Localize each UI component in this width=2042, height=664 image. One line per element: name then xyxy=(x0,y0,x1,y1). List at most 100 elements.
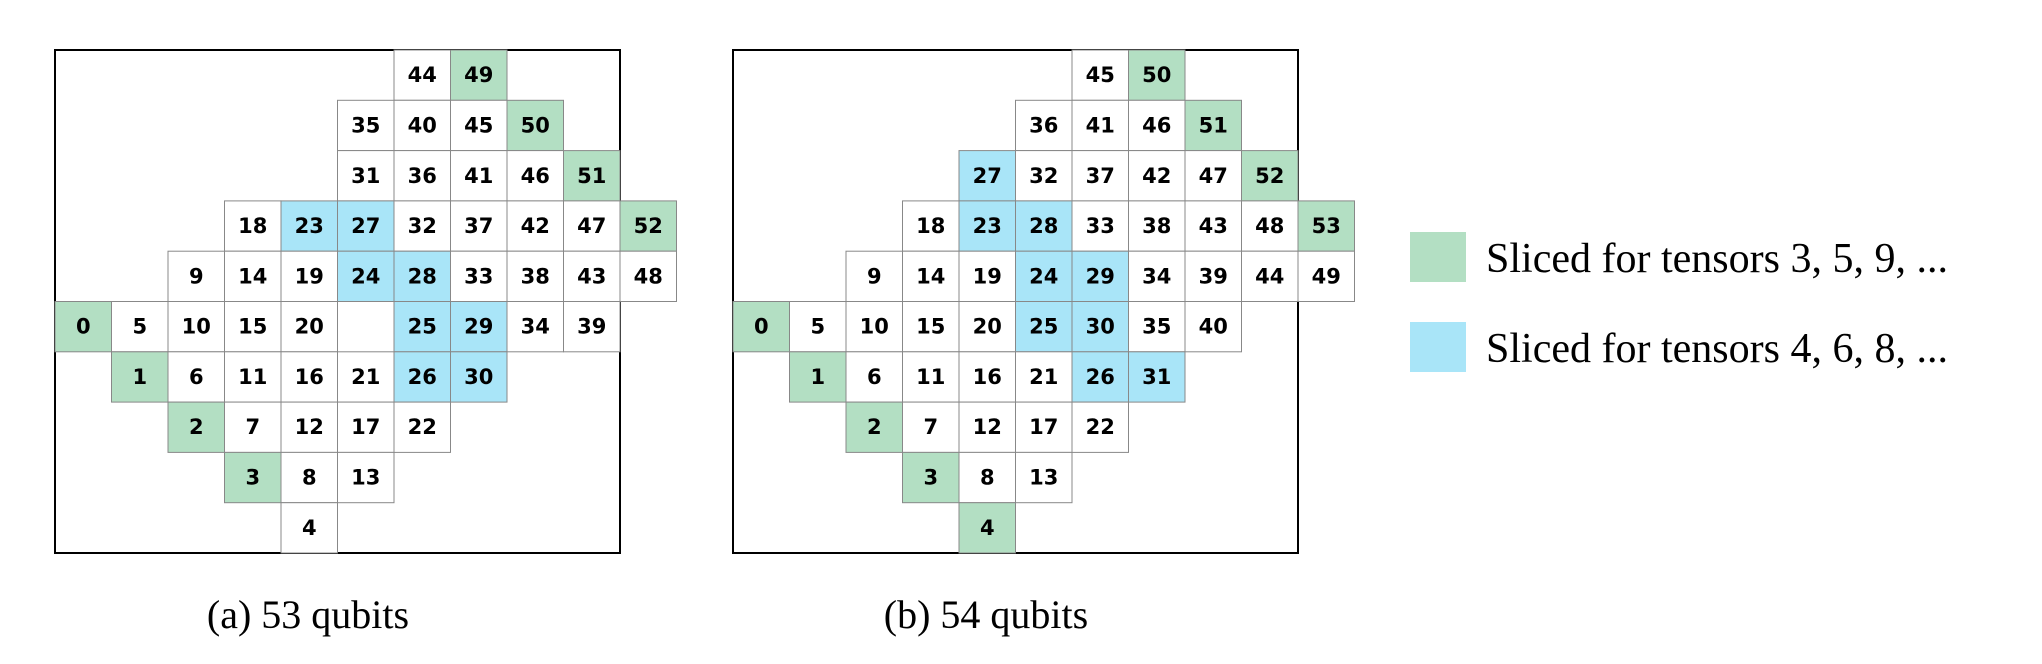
qubit-cell: 48 xyxy=(619,250,677,302)
qubit-cell: 27 xyxy=(337,200,395,252)
qubit-label: 35 xyxy=(351,113,380,137)
qubit-cell: 10 xyxy=(167,301,225,353)
qubit-cell-fill xyxy=(1071,150,1129,202)
qubit-label: 22 xyxy=(1086,415,1115,439)
qubit-cell: 24 xyxy=(337,250,395,302)
qubit-label: 28 xyxy=(1029,214,1058,238)
qubit-label: 53 xyxy=(1312,214,1341,238)
qubit-cell: 42 xyxy=(1128,150,1186,202)
qubit-cell-fill xyxy=(1184,250,1242,302)
qubit-cell: 20 xyxy=(958,301,1016,353)
qubit-label: 3 xyxy=(245,466,260,490)
legend-label-blue: Sliced for tensors 4, 6, 8, ... xyxy=(1486,326,1948,372)
qubit-label: 39 xyxy=(577,315,606,339)
qubit-cell: 18 xyxy=(902,200,960,252)
qubit-cell-fill xyxy=(958,351,1016,403)
qubit-label: 12 xyxy=(295,415,324,439)
qubit-label: 22 xyxy=(408,415,437,439)
qubit-cell: 43 xyxy=(563,250,621,302)
qubit-label: 44 xyxy=(408,63,437,87)
qubit-cell: 8 xyxy=(280,451,338,504)
qubit-cell-fill xyxy=(1184,99,1242,152)
qubit-label: 32 xyxy=(408,214,437,238)
qubit-cell: 41 xyxy=(1071,99,1129,152)
qubit-cell-fill xyxy=(506,250,564,302)
qubit-label: 18 xyxy=(916,214,945,238)
qubit-cell: 2 xyxy=(845,401,903,453)
qubit-label: 2 xyxy=(189,415,204,439)
qubit-cell-fill xyxy=(563,250,621,302)
qubit-cell-fill xyxy=(167,250,225,302)
qubit-cell: 6 xyxy=(845,351,903,403)
qubit-cell-fill xyxy=(224,451,282,504)
qubit-cell: 0 xyxy=(732,301,790,353)
qubit-label: 38 xyxy=(521,264,550,288)
qubit-label: 42 xyxy=(1142,164,1171,188)
qubit-cell: 6 xyxy=(167,351,225,403)
qubit-cell: 36 xyxy=(393,150,451,202)
qubit-label: 8 xyxy=(980,466,995,490)
qubit-cell: 3 xyxy=(902,451,960,504)
qubit-cell: 49 xyxy=(1297,250,1355,302)
qubit-cell-fill xyxy=(224,250,282,302)
qubit-cell-fill xyxy=(1128,49,1186,101)
qubit-cell: 5 xyxy=(111,301,169,353)
qubit-cell: 16 xyxy=(280,351,338,403)
qubit-cell: 37 xyxy=(450,200,508,252)
qubit-label: 31 xyxy=(351,164,380,188)
qubit-cell: 28 xyxy=(1015,200,1073,252)
qubit-label: 2 xyxy=(867,415,882,439)
qubit-cell-fill xyxy=(1241,150,1299,202)
qubit-label: 1 xyxy=(810,365,825,389)
qubit-label: 37 xyxy=(1086,164,1115,188)
qubit-label: 14 xyxy=(916,264,945,288)
qubit-label: 17 xyxy=(351,415,380,439)
qubit-cell: 0 xyxy=(54,301,112,353)
qubit-cell: 46 xyxy=(1128,99,1186,152)
qubit-cell-fill xyxy=(167,301,225,353)
qubit-cell-fill xyxy=(280,301,338,353)
qubit-cell-fill xyxy=(1015,401,1073,453)
qubit-label: 19 xyxy=(295,264,324,288)
legend: Sliced for tensors 3, 5, 9, ... Sliced f… xyxy=(1410,232,1948,372)
qubit-label: 34 xyxy=(521,315,550,339)
qubit-cell-fill xyxy=(393,150,451,202)
qubit-cell: 30 xyxy=(1071,301,1129,353)
qubit-label: 50 xyxy=(521,113,550,137)
qubit-cell-fill xyxy=(393,99,451,152)
qubit-cell: 13 xyxy=(1015,451,1073,504)
qubit-cell: 21 xyxy=(337,351,395,403)
qubit-label: 21 xyxy=(1029,365,1058,389)
qubit-label: 41 xyxy=(464,164,493,188)
qubit-cell-fill xyxy=(167,351,225,403)
qubit-cell-fill xyxy=(450,351,508,403)
qubit-label: 16 xyxy=(295,365,324,389)
qubit-cell-fill xyxy=(789,301,847,353)
qubit-cell-fill xyxy=(1015,200,1073,252)
qubit-label: 30 xyxy=(464,365,493,389)
qubit-label: 3 xyxy=(923,466,938,490)
qubit-cell-fill xyxy=(958,200,1016,252)
qubit-label: 40 xyxy=(408,113,437,137)
qubit-cell-fill xyxy=(563,301,621,353)
qubit-cell: 30 xyxy=(450,351,508,403)
qubit-cell: 19 xyxy=(958,250,1016,302)
qubit-cell: 25 xyxy=(393,301,451,353)
qubit-cell-fill xyxy=(450,150,508,202)
qubit-cell: 8 xyxy=(958,451,1016,504)
qubit-label: 34 xyxy=(1142,264,1171,288)
qubit-label: 16 xyxy=(973,365,1002,389)
qubit-label: 28 xyxy=(408,264,437,288)
qubit-cell: 38 xyxy=(1128,200,1186,252)
qubit-cell: 4 xyxy=(958,502,1016,554)
qubit-cell: 50 xyxy=(1128,49,1186,101)
panel-caption: (b) 54 qubits xyxy=(884,592,1088,637)
qubit-label: 15 xyxy=(916,315,945,339)
qubit-label: 38 xyxy=(1142,214,1171,238)
qubit-cell: 9 xyxy=(167,250,225,302)
qubit-cell: 3 xyxy=(224,451,282,504)
qubit-label: 13 xyxy=(1029,466,1058,490)
qubit-label: 46 xyxy=(1142,113,1171,137)
